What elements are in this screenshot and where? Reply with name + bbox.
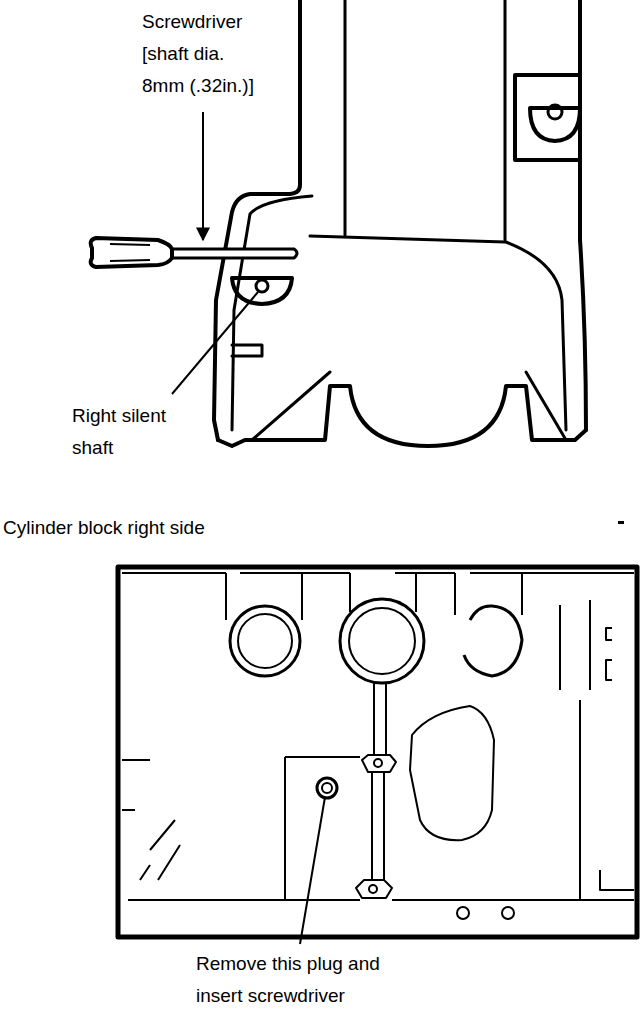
oil-gallery-rib [372, 683, 386, 880]
block-right-inner-wall [506, 242, 566, 430]
right-boss [515, 75, 580, 160]
view-caption: Cylinder block right side [3, 512, 205, 544]
block-right-outer-wall [580, 0, 586, 430]
web-line [226, 573, 522, 620]
bore-boss [230, 606, 300, 676]
screwdriver [91, 238, 297, 267]
instruction-note: Remove this plug and insert screwdriver [196, 948, 396, 1012]
part-label: Right silent shaft [72, 400, 182, 464]
cylinder-wall [504, 0, 507, 240]
rib-boss [356, 880, 392, 898]
bolt-hole [502, 907, 514, 919]
block-section [214, 0, 586, 446]
bore-boss [340, 599, 424, 683]
top-deck-line [122, 572, 634, 574]
bolt-hole [457, 907, 469, 919]
bore [238, 614, 292, 668]
rib [252, 372, 330, 440]
block-spur [232, 345, 262, 356]
leader-line [300, 797, 325, 944]
bore [349, 608, 415, 674]
bore-boss [464, 606, 522, 676]
block-skirt [218, 386, 586, 446]
screwdriver-handle [91, 238, 172, 267]
mounting-pad [410, 706, 494, 840]
tool-label: Screwdriver [shaft dia. 8mm (.32in.)] [142, 6, 262, 102]
oil-hole [256, 280, 268, 292]
block-left-outer-wall [214, 0, 300, 440]
side-notch [580, 628, 634, 900]
rib-hole [374, 759, 382, 767]
screwdriver-shaft [172, 249, 297, 258]
rib [526, 372, 566, 440]
right-silent-shaft-bore [232, 278, 292, 304]
plug-center [322, 783, 332, 793]
casting-mark [140, 820, 180, 880]
stray-mark [618, 521, 624, 524]
leader-line [172, 292, 258, 394]
panel-line [122, 760, 150, 810]
leader-line [202, 112, 204, 240]
view-frame [118, 567, 637, 937]
cylinder-bottom [310, 236, 505, 242]
web-line [560, 600, 590, 690]
plug [317, 778, 337, 798]
block-side-view [118, 567, 637, 937]
panel-line [285, 757, 360, 900]
pan-rail-line [128, 899, 634, 901]
oil-hole [548, 105, 562, 119]
handle-grip [110, 244, 150, 261]
rib-hole [369, 885, 377, 893]
cylinder-wall [344, 0, 347, 235]
rib-boss [362, 755, 396, 772]
silent-shaft-bore [530, 108, 580, 141]
block-left-inner-wall [232, 196, 312, 430]
